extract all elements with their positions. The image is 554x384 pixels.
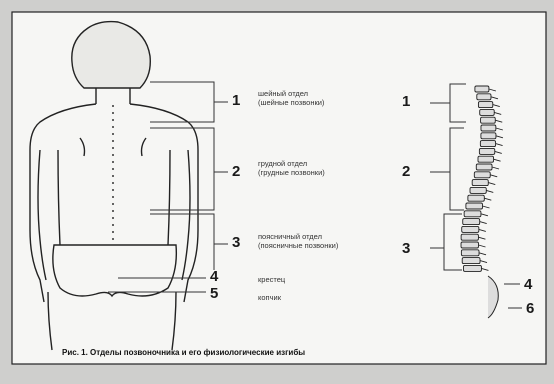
vertebra (478, 156, 494, 162)
label-2-text: грудной отдел (грудные позвонки) (258, 160, 338, 177)
figure-caption: Рис. 1. Отделы позвоночника и его физиол… (62, 348, 305, 357)
vertebra (463, 219, 480, 225)
vertebra (479, 148, 494, 154)
vertebra (461, 242, 478, 248)
label-3-num: 3 (232, 234, 240, 251)
label-4-num: 4 (210, 268, 218, 285)
label-1-text: шейный отдел (шейные позвонки) (258, 90, 338, 107)
vertebra (480, 141, 495, 147)
r-label-4: 4 (524, 276, 532, 293)
label-4-text: крестец (258, 276, 285, 285)
vertebra (470, 187, 486, 193)
vertebra (476, 164, 492, 170)
vertebra (472, 180, 488, 186)
vertebra (462, 226, 479, 232)
vertebra (462, 258, 480, 264)
vertebra (468, 195, 484, 201)
r-label-6: 6 (526, 300, 534, 317)
vertebra (461, 234, 478, 240)
vertebra (481, 125, 496, 131)
vertebra (477, 94, 491, 100)
r-label-1: 1 (402, 93, 410, 110)
vertebra (481, 133, 496, 139)
label-1-num: 1 (232, 92, 240, 109)
vertebra (481, 117, 496, 123)
label-5-text: копчик (258, 294, 281, 303)
r-label-2: 2 (402, 163, 410, 180)
vertebra (480, 109, 495, 115)
r-label-3: 3 (402, 240, 410, 257)
vertebra (466, 203, 483, 209)
vertebra (464, 211, 481, 217)
vertebra (461, 250, 479, 256)
vertebra (475, 86, 489, 92)
vertebra (463, 265, 481, 271)
label-2-num: 2 (232, 163, 240, 180)
vertebra (474, 172, 490, 178)
vertebra (478, 102, 492, 108)
label-5-num: 5 (210, 285, 218, 302)
label-3-text: поясничный отдел (поясничные позвонки) (258, 233, 340, 250)
